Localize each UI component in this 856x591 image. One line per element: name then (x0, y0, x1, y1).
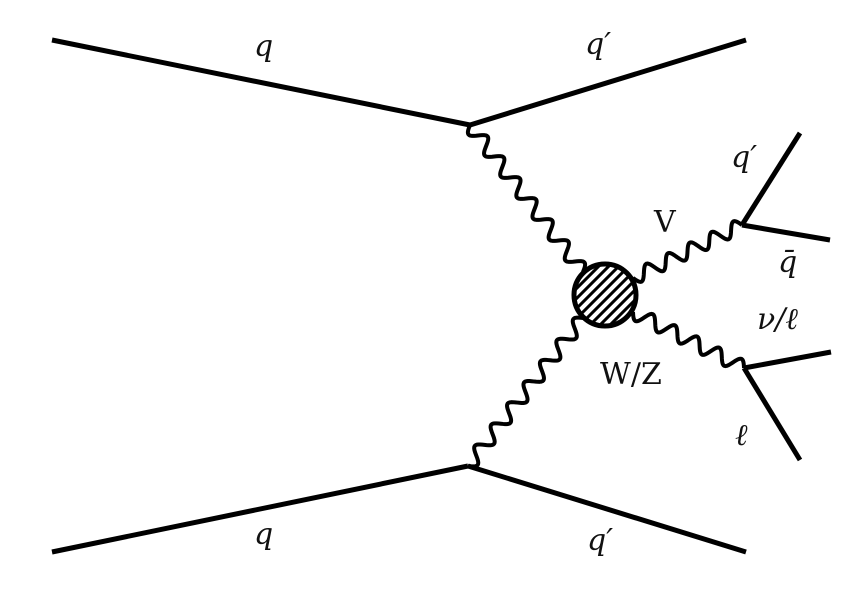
interaction-vertex-blob (571, 261, 639, 329)
top-incoming-quark-line (51, 37, 471, 128)
label-decay-antiquark: q̄ (778, 245, 798, 280)
decay-neutrino-lepton-line (743, 349, 832, 371)
label-q-top-in: q (254, 29, 274, 64)
bottom-incoming-quark-line (51, 463, 469, 555)
decay-quark-line (739, 131, 803, 227)
bottom-outgoing-quark-line (467, 463, 747, 555)
label-decay-quark: q′ (731, 140, 758, 175)
label-neutrino-lepton: ν/ℓ (757, 302, 798, 337)
v-boson-wavy-line (631, 219, 744, 284)
label-v-boson: V (654, 205, 676, 240)
label-wz-boson: W/Z (600, 357, 662, 392)
top-outgoing-quark-line (469, 37, 747, 128)
top-exchanged-boson-wavy-line (465, 124, 588, 273)
label-q-prime-bottom-out: q′ (587, 523, 614, 558)
label-q-prime-top-out: q′ (585, 27, 612, 62)
label-q-bottom-in: q (254, 517, 274, 552)
decay-lepton-line (741, 366, 803, 462)
wz-boson-wavy-line (631, 311, 746, 369)
decay-antiquark-line (741, 222, 831, 243)
label-lepton: ℓ (735, 418, 748, 453)
bottom-exchanged-boson-wavy-line (467, 315, 584, 469)
